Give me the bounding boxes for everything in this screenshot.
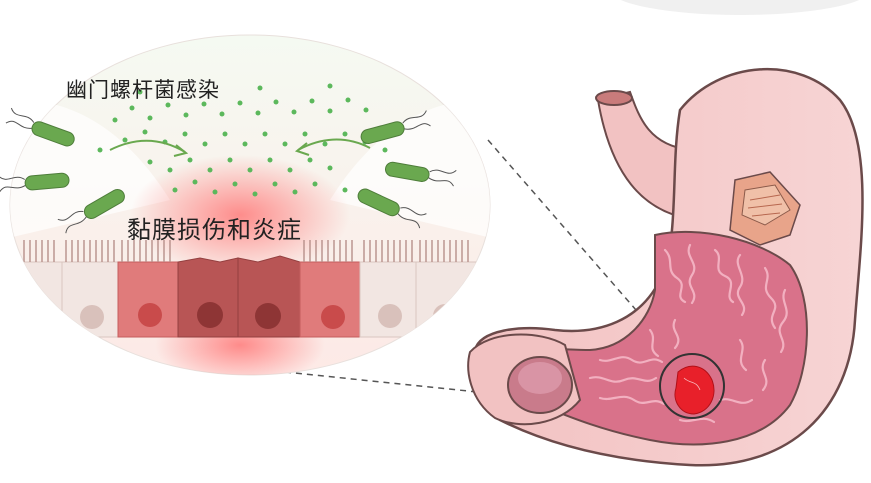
bacterial-toxin-dots (97, 83, 388, 197)
infection-label: 幽门螺杆菌感染 (66, 78, 220, 102)
healthy-cell (415, 261, 477, 338)
epithelial-cell-layer (19, 255, 477, 338)
bacterium-icon (5, 107, 75, 147)
bacterium-icon (0, 172, 70, 193)
helicobacter-bacteria-right (357, 110, 457, 229)
helicobacter-bacteria-left (0, 107, 125, 234)
bacterium-icon (357, 188, 427, 229)
bacterium-icon (57, 189, 125, 234)
stomach-mucosa (515, 230, 808, 446)
mucosal-damage-label: 黏膜损伤和炎症 (127, 216, 302, 244)
healthy-cell (19, 261, 63, 338)
gastric-rugae (588, 243, 788, 424)
bacterium-icon (385, 161, 457, 187)
background-shadow (620, 0, 860, 15)
microvilli (23, 240, 469, 262)
stomach-illustration (467, 67, 864, 467)
bacteria-arrow-left (109, 139, 189, 157)
ulcer-lesion (659, 353, 725, 419)
pylorus (467, 333, 582, 426)
bacteria-arrow-right (294, 138, 371, 156)
bacterium-icon (360, 110, 431, 145)
muscle-layer (729, 171, 801, 246)
